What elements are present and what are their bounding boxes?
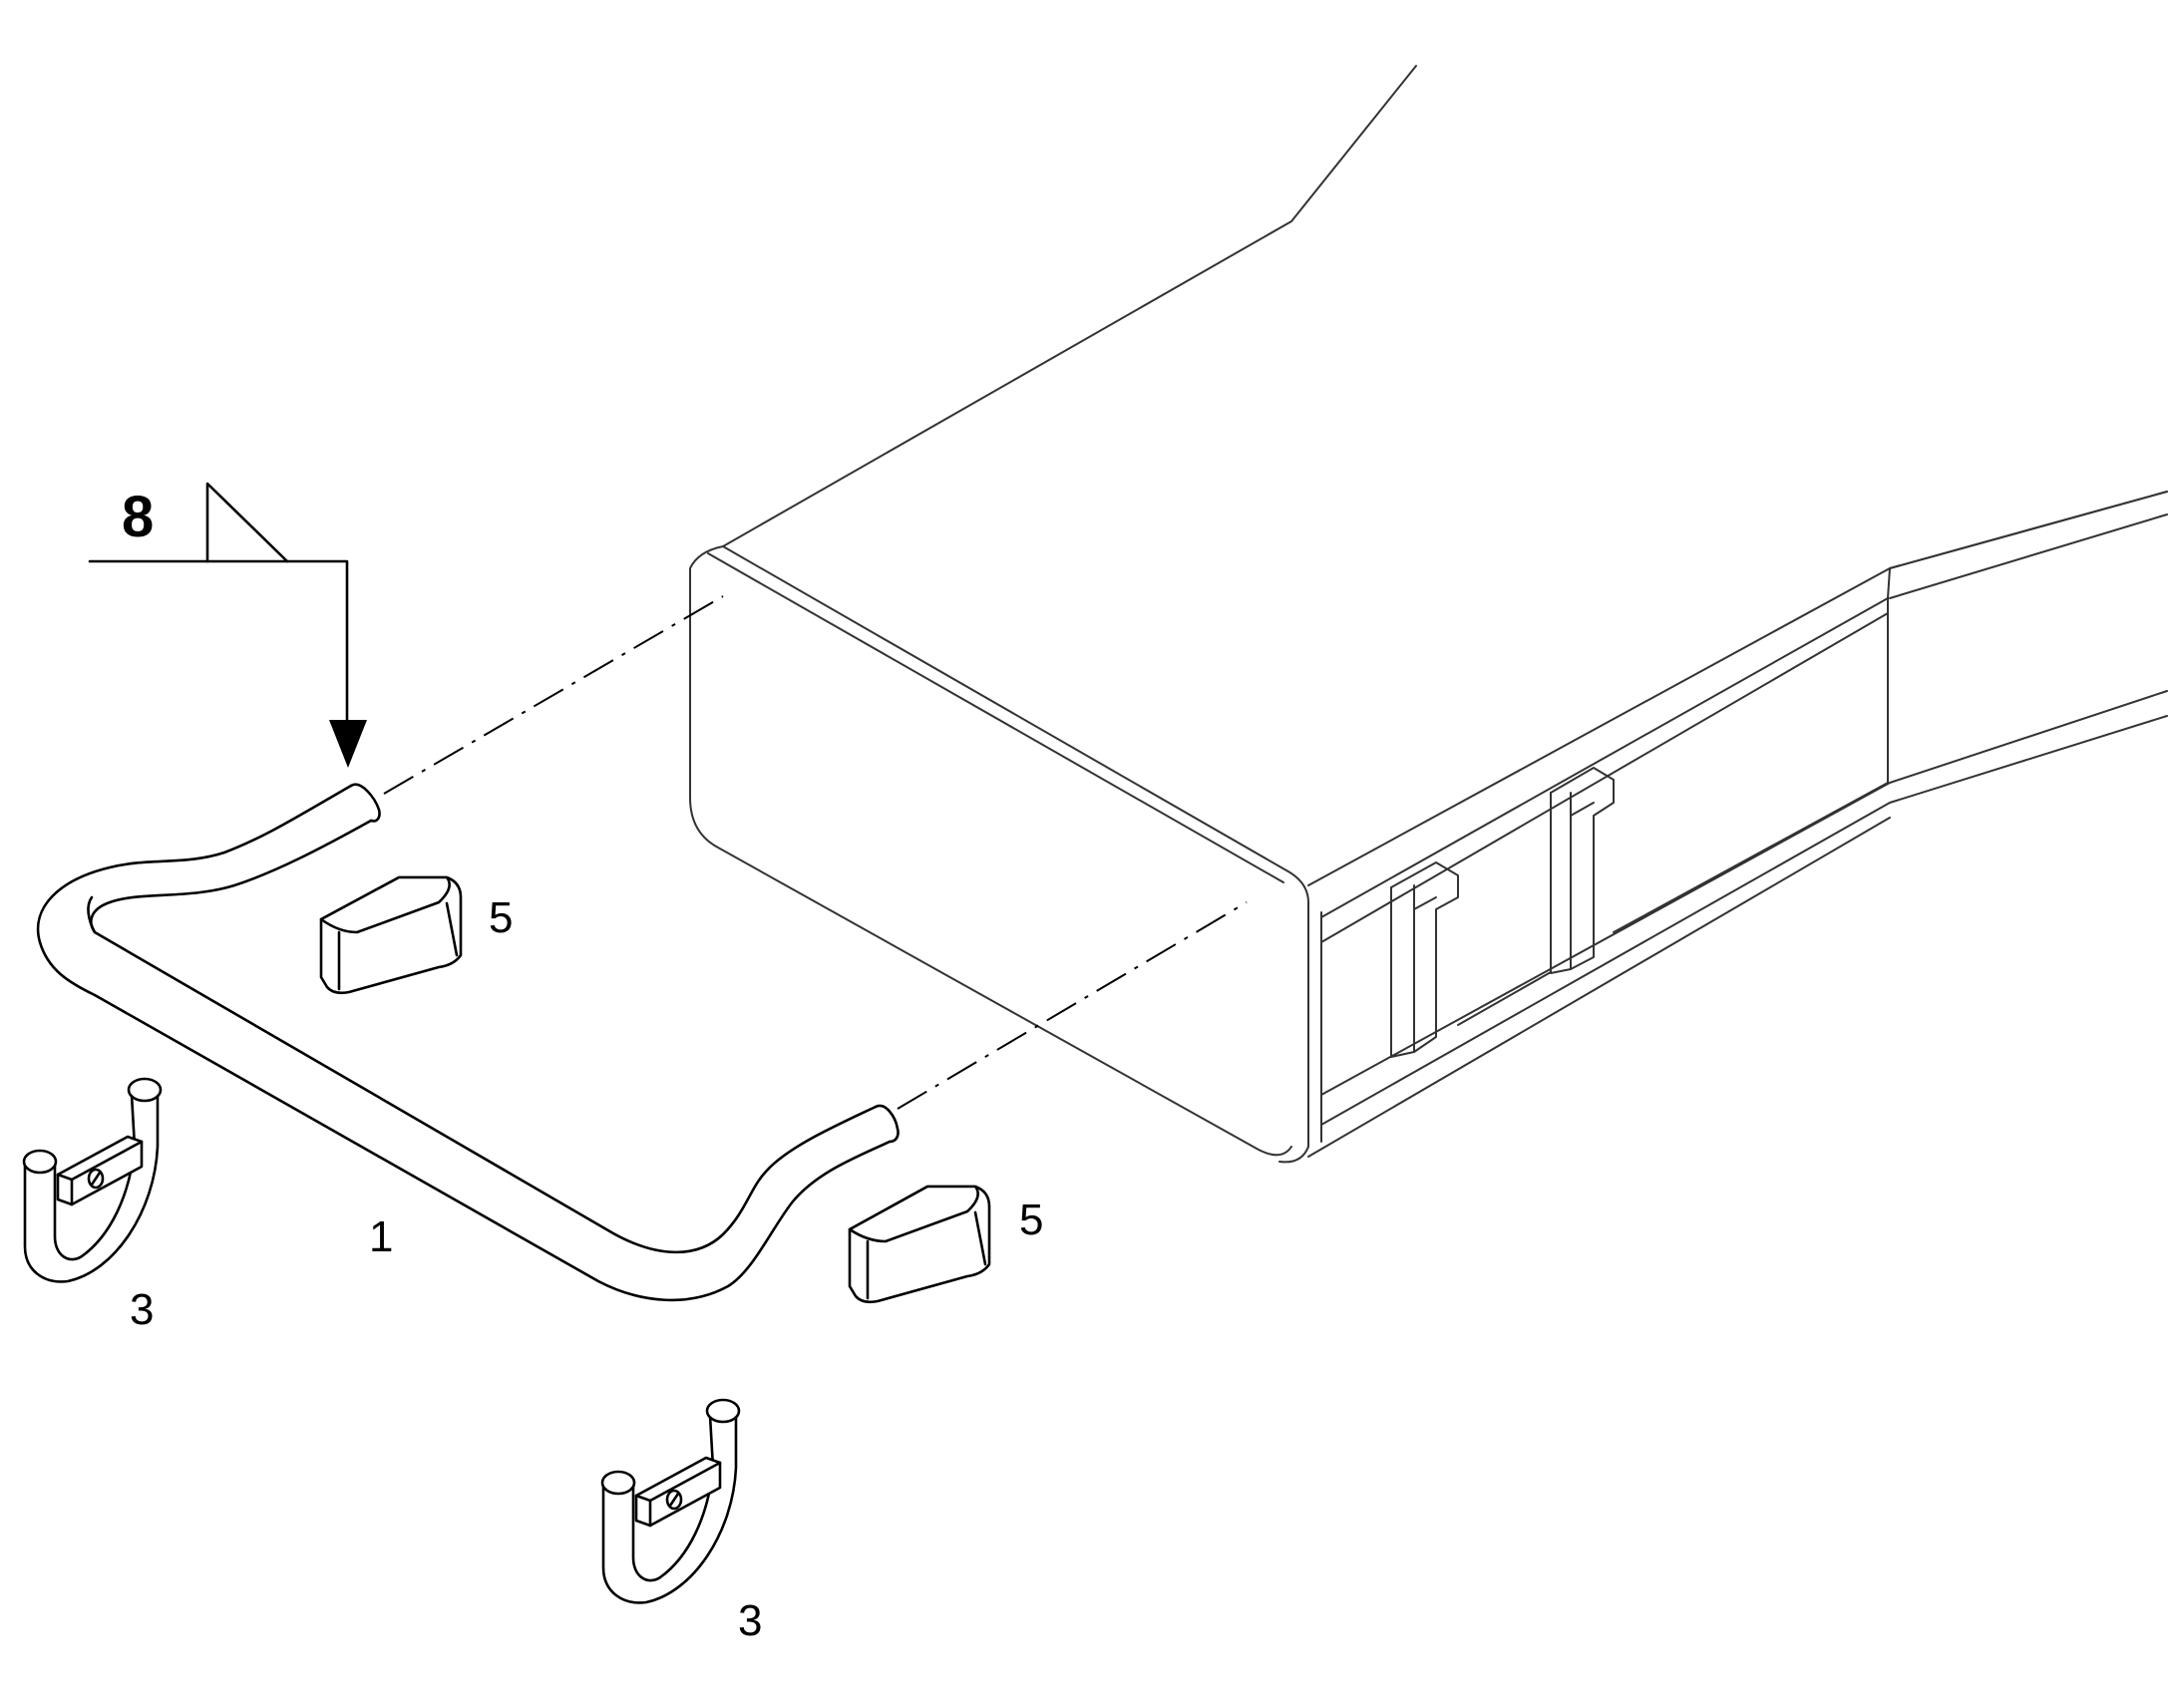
callout-pad-upper: 5 [489,893,513,942]
callout-pad-lower: 5 [1019,1196,1043,1244]
centre-line-lower [897,901,1248,1110]
u-clip-left [22,1077,163,1283]
fillet-weld-symbol [88,482,367,768]
pad-upper [319,875,463,995]
frame-beam [689,65,2168,1164]
callout-clip-left: 3 [130,1285,154,1334]
centre-line-upper [383,595,724,795]
pad-lower [848,1185,991,1304]
u-clip-bottom [600,1398,741,1604]
callout-clip-bottom: 3 [738,1596,762,1645]
weld-size-label: 8 [122,485,154,549]
bent-bar-part [36,783,900,1302]
callout-bar: 1 [369,1212,393,1261]
